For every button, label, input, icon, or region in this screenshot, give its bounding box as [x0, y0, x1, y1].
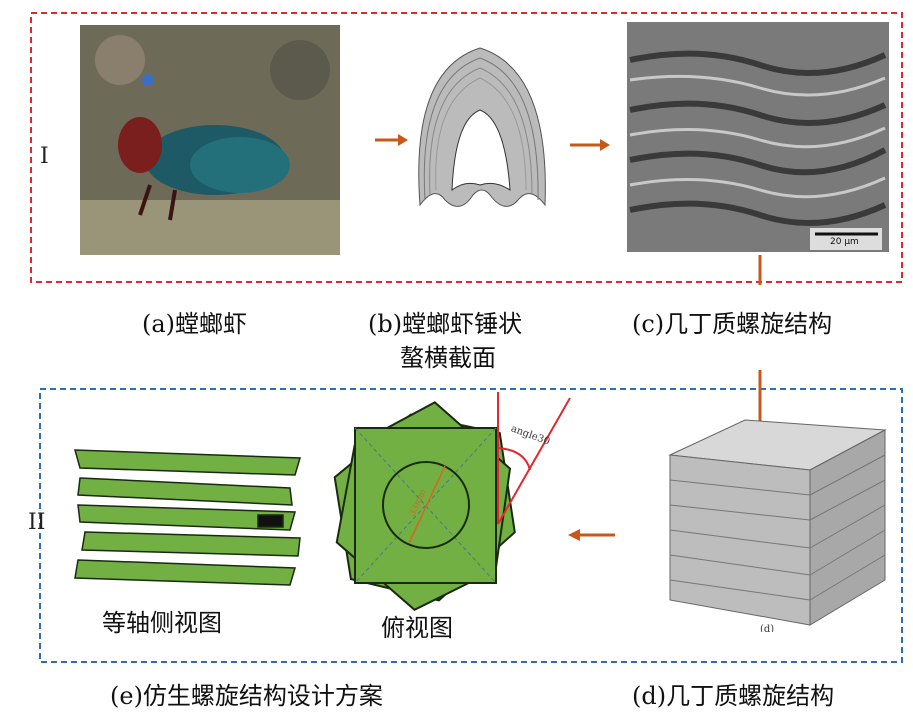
- panel-e-caption: (e)仿生螺旋结构设计方案: [110, 682, 383, 710]
- diameter-line: [408, 465, 446, 544]
- arrow-a-to-b: [375, 134, 408, 146]
- section-two-box: [39, 388, 903, 663]
- isometric-view-model: [74, 449, 301, 586]
- panel-c-caption: (c)几丁质螺旋结构: [632, 310, 833, 338]
- dactyl-cross-section: [418, 47, 546, 207]
- panel-b-caption-line2: 螯横截面: [400, 344, 496, 372]
- top-view-model: [333, 392, 571, 611]
- cube-caption: (d): [760, 624, 775, 632]
- panel-b-caption-line1: (b)螳螂虾锤状: [368, 310, 523, 338]
- iso-view-caption: 等轴侧视图: [102, 609, 222, 637]
- panel-a-caption: (a)螳螂虾: [142, 310, 248, 338]
- sem-scale-label: 20 μm: [830, 237, 859, 247]
- section-one-box: [30, 12, 903, 283]
- top-view-caption: 俯视图: [381, 614, 453, 642]
- design-circle: [382, 461, 470, 549]
- section-one-label: I: [40, 144, 49, 169]
- panel-d-caption: (d)几丁质螺旋结构: [632, 682, 835, 710]
- arrow-b-to-c: [570, 139, 610, 151]
- chitin-helicoid-cube: [668, 419, 887, 626]
- section-two-label: II: [28, 510, 46, 535]
- arrow-c-to-d: [754, 255, 766, 442]
- arrow-d-to-e: [568, 529, 615, 541]
- sem-image: [627, 22, 889, 252]
- mantis-shrimp-photo: [80, 25, 340, 255]
